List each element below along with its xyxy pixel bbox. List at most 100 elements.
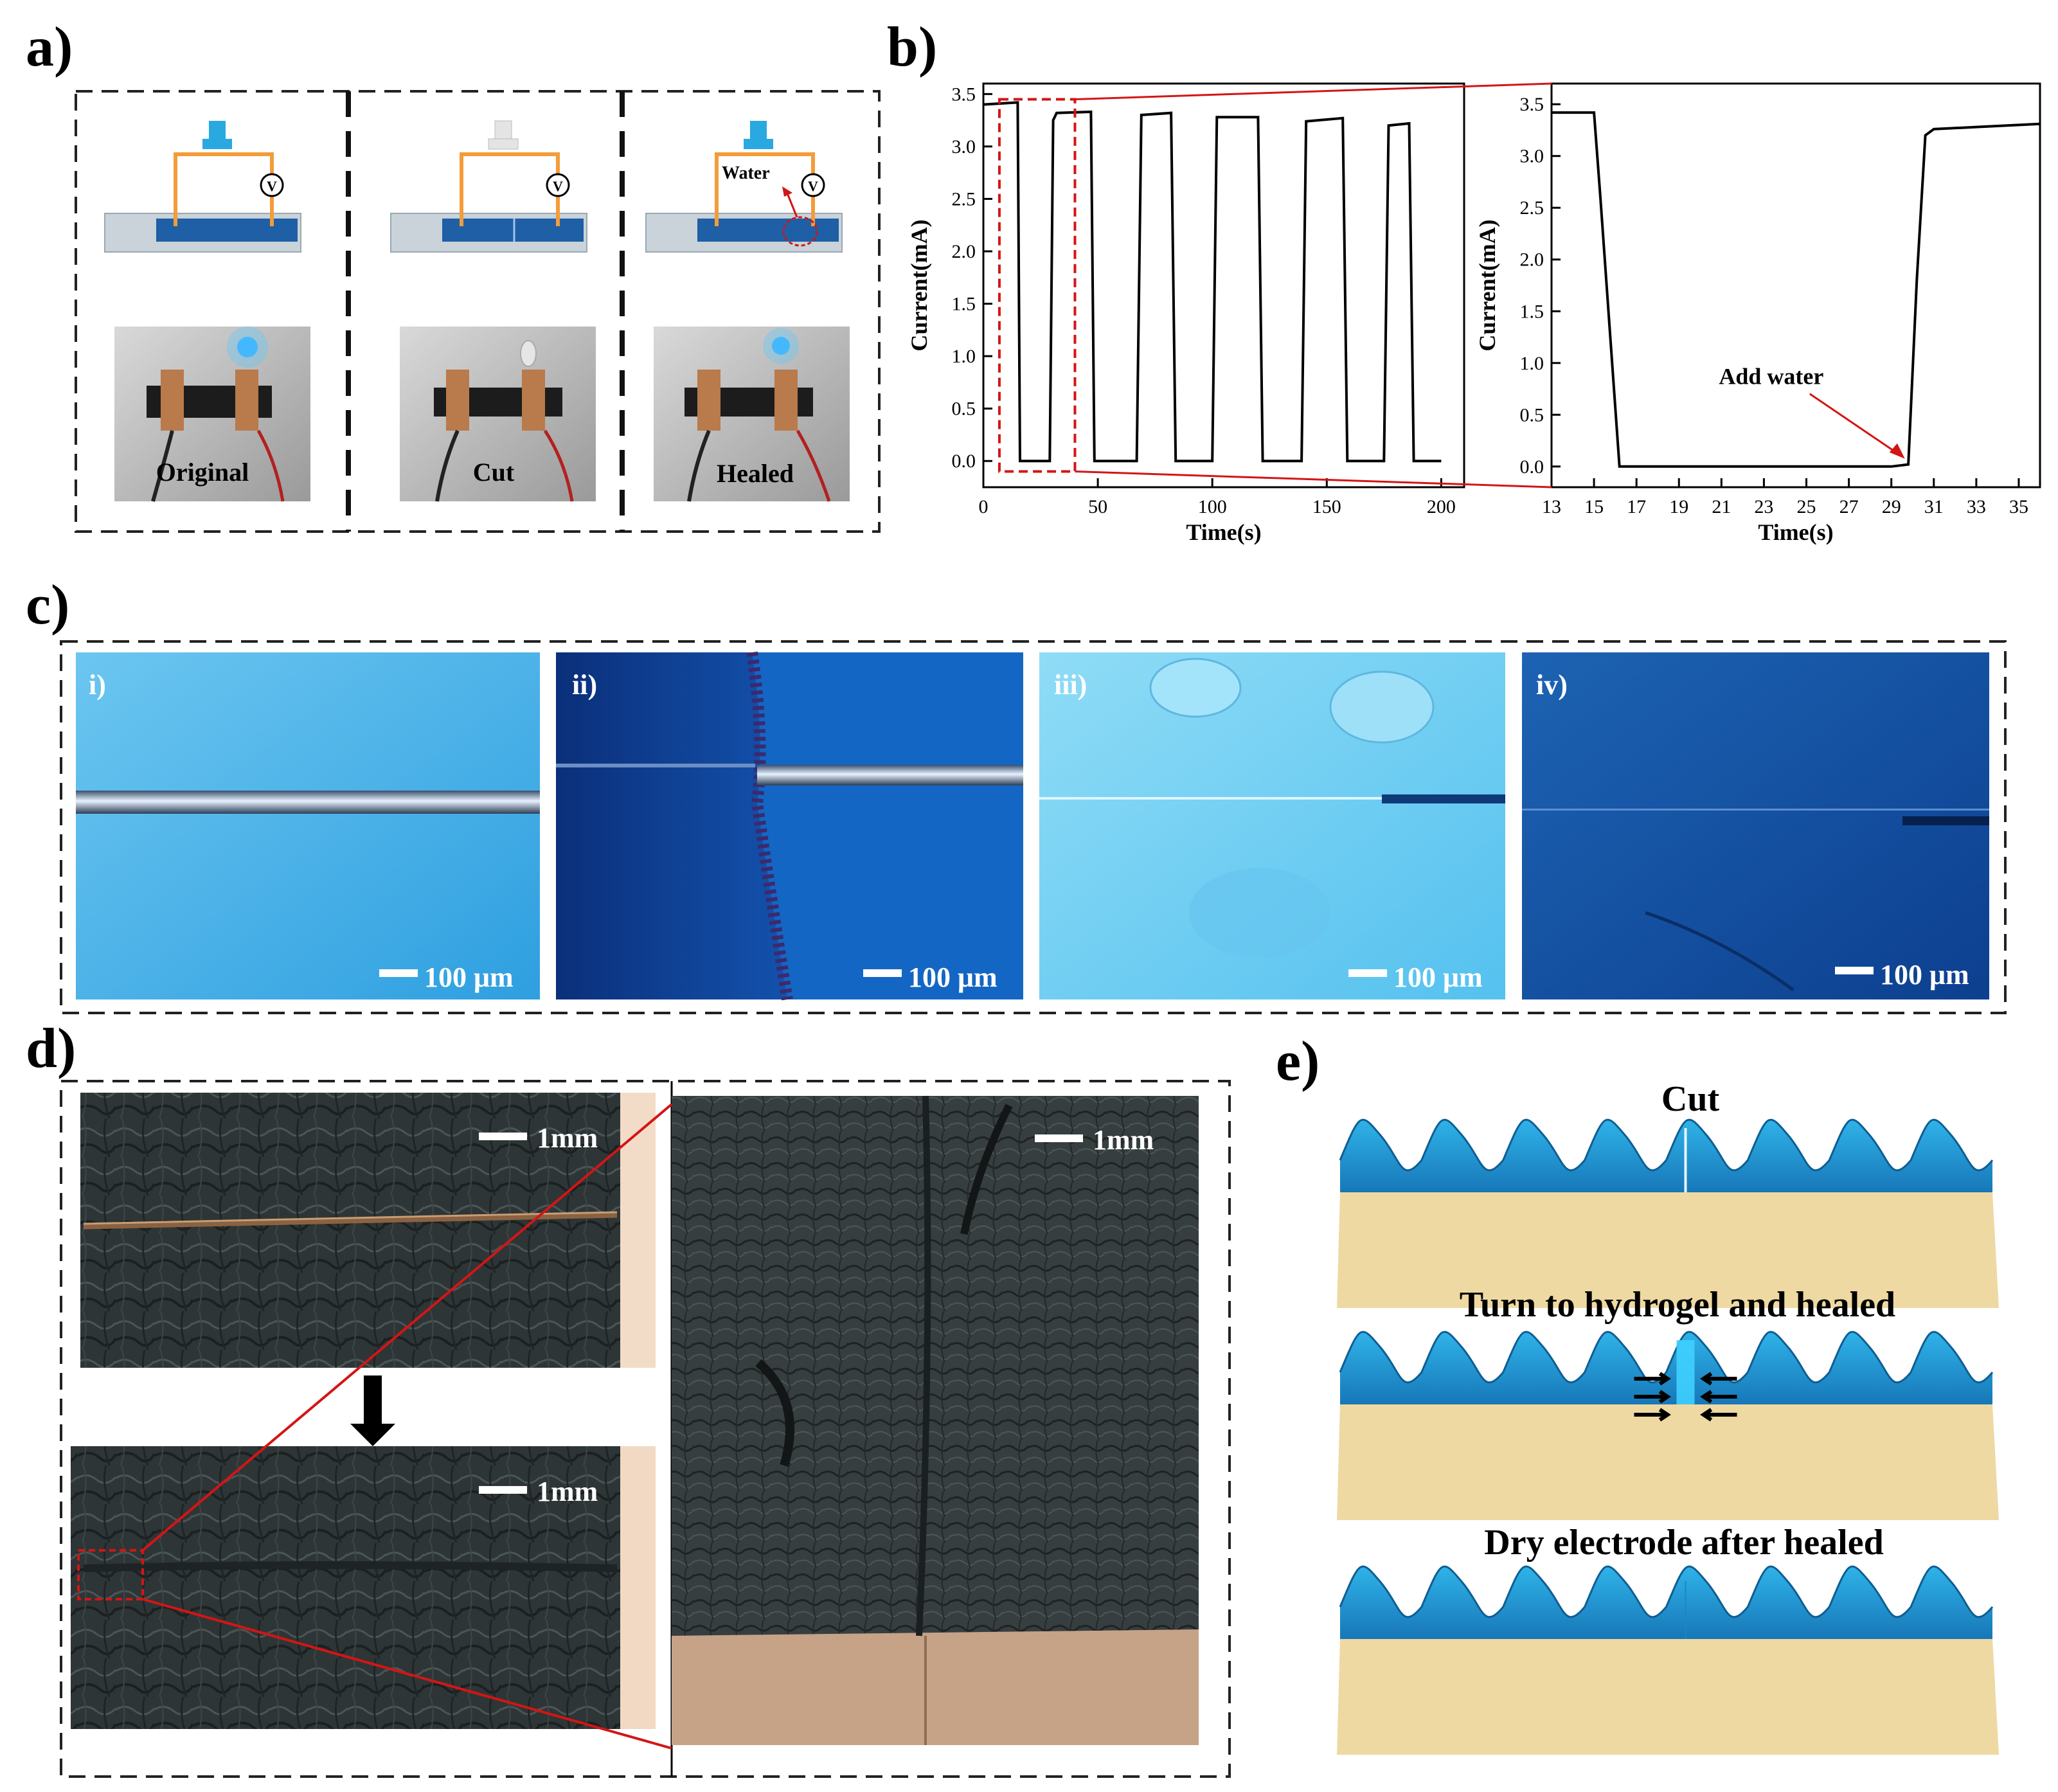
x-tick-label: 33 bbox=[1967, 496, 1986, 517]
panel-d: 1mm 1mm 1mm bbox=[60, 1080, 1231, 1778]
wave-base bbox=[1337, 1404, 1999, 1520]
scale-bar-ii bbox=[863, 969, 902, 977]
x-tick-label: 17 bbox=[1627, 496, 1646, 517]
arrow-left-icon bbox=[1700, 1390, 1737, 1404]
x-tick-label: 35 bbox=[2009, 496, 2028, 517]
water-label: Water bbox=[722, 163, 770, 183]
x-tick-label: 29 bbox=[1882, 496, 1901, 517]
x-axis-title: Time(s) bbox=[1186, 519, 1261, 545]
voltmeter-icon bbox=[801, 173, 825, 197]
y-tick-label: 2.0 bbox=[1520, 249, 1544, 271]
annotation-arrow bbox=[1809, 393, 1901, 456]
x-tick-label: 27 bbox=[1839, 496, 1859, 517]
micro-label-iii: iii) bbox=[1054, 669, 1087, 701]
voltmeter-symbol: V bbox=[553, 178, 563, 194]
arrow-left-icon bbox=[1700, 1408, 1737, 1422]
wave-edge bbox=[1339, 1118, 1994, 1171]
scale-text-iii: 100 μm bbox=[1393, 962, 1483, 993]
x-tick-label: 0 bbox=[979, 496, 989, 517]
hydrogel-region bbox=[1676, 1340, 1695, 1404]
series-line bbox=[1552, 111, 2041, 468]
voltmeter-symbol: V bbox=[267, 178, 277, 194]
y-axis-title: Current(mA) bbox=[1474, 219, 1500, 351]
macro-photo-cut: 1mm bbox=[80, 1093, 656, 1368]
x-tick-label: 13 bbox=[1542, 496, 1561, 517]
panel-label-e: e) bbox=[1276, 1030, 1320, 1093]
arrow-right-icon bbox=[1634, 1390, 1671, 1404]
y-tick-label: 3.0 bbox=[1520, 146, 1544, 167]
label-turn-to-hydrogel: Turn to hydrogel and healed bbox=[1460, 1285, 1895, 1325]
micro-image-i bbox=[76, 652, 540, 999]
panel-c: i) ii) iii) iv) 100 μm 100 μm 100 μm 100… bbox=[60, 640, 2007, 1014]
arrow-left-icon bbox=[1700, 1372, 1737, 1386]
led-base bbox=[488, 138, 519, 150]
y-tick-label: 2.5 bbox=[1520, 197, 1544, 219]
panel-label-a: a) bbox=[26, 16, 73, 78]
zoom-line-top bbox=[141, 1103, 673, 1552]
scale-text-i: 100 μm bbox=[424, 962, 514, 993]
panel-d-frame bbox=[60, 1080, 1231, 1778]
scale-text-d1: 1mm bbox=[537, 1122, 598, 1154]
y-tick-label: 0.0 bbox=[952, 451, 976, 472]
y-tick-label: 2.5 bbox=[952, 188, 976, 210]
electrode-strip bbox=[442, 219, 584, 242]
x-axis-title: Time(s) bbox=[1758, 519, 1833, 545]
x-tick-label: 19 bbox=[1669, 496, 1688, 517]
x-tick-label: 150 bbox=[1312, 496, 1341, 517]
down-arrow-icon bbox=[350, 1375, 395, 1446]
scale-text-ii: 100 μm bbox=[908, 962, 998, 993]
voltmeter-icon bbox=[260, 173, 284, 197]
x-tick-label: 200 bbox=[1427, 496, 1456, 517]
led-icon bbox=[209, 121, 226, 139]
micro-image-iii bbox=[1039, 652, 1505, 999]
zoom-region-box bbox=[77, 1549, 144, 1600]
wave-base bbox=[1337, 1639, 1999, 1755]
photo-label-original: Original bbox=[156, 458, 249, 487]
x-tick-label: 23 bbox=[1754, 496, 1773, 517]
y-tick-label: 0.0 bbox=[1520, 456, 1544, 478]
macro-zoom-photo: 1mm bbox=[672, 1095, 1199, 1745]
wave-top bbox=[1340, 1332, 1992, 1404]
annotation-add-water: Add water bbox=[1719, 364, 1823, 390]
zoom-line-bottom bbox=[142, 1598, 672, 1750]
zoom-box bbox=[998, 98, 1077, 473]
panel-label-c: c) bbox=[26, 574, 69, 636]
photo-label-healed: Healed bbox=[717, 459, 794, 488]
plot-frame bbox=[1550, 82, 2041, 488]
heal-circle bbox=[782, 216, 818, 247]
annotation-arrowhead bbox=[1889, 443, 1905, 459]
photo-healed: Healed bbox=[654, 327, 850, 502]
scale-bar-iv bbox=[1835, 967, 1874, 974]
x-tick-label: 100 bbox=[1198, 496, 1227, 517]
y-tick-label: 0.5 bbox=[952, 399, 976, 420]
panel-label-d: d) bbox=[26, 1017, 76, 1080]
y-tick-label: 1.0 bbox=[952, 346, 976, 367]
led-base bbox=[202, 139, 232, 149]
panel-label-b: b) bbox=[887, 16, 937, 78]
x-tick-label: 21 bbox=[1712, 496, 1731, 517]
wave-base bbox=[1337, 1192, 1999, 1308]
wave-edge bbox=[1339, 1565, 1994, 1618]
wave-top bbox=[1340, 1120, 1992, 1192]
photo-cut: Cut bbox=[400, 327, 596, 502]
zoom-connector-bottom bbox=[1075, 470, 1552, 488]
y-axis-title: Current(mA) bbox=[906, 219, 932, 351]
panel-a-frame bbox=[75, 90, 881, 533]
label-cut: Cut bbox=[1661, 1079, 1720, 1119]
zoom-connector bbox=[1075, 82, 1552, 488]
x-tick-label: 15 bbox=[1584, 496, 1604, 517]
voltmeter-icon bbox=[546, 173, 570, 197]
water-arrowhead bbox=[782, 186, 792, 197]
x-tick-label: 50 bbox=[1088, 496, 1107, 517]
micro-label-iv: iv) bbox=[1536, 669, 1568, 701]
wave-edge bbox=[1339, 1331, 1994, 1383]
photo-original: Original bbox=[114, 327, 310, 502]
photo-label-cut: Cut bbox=[473, 458, 515, 487]
y-tick-label: 3.5 bbox=[1520, 94, 1544, 115]
